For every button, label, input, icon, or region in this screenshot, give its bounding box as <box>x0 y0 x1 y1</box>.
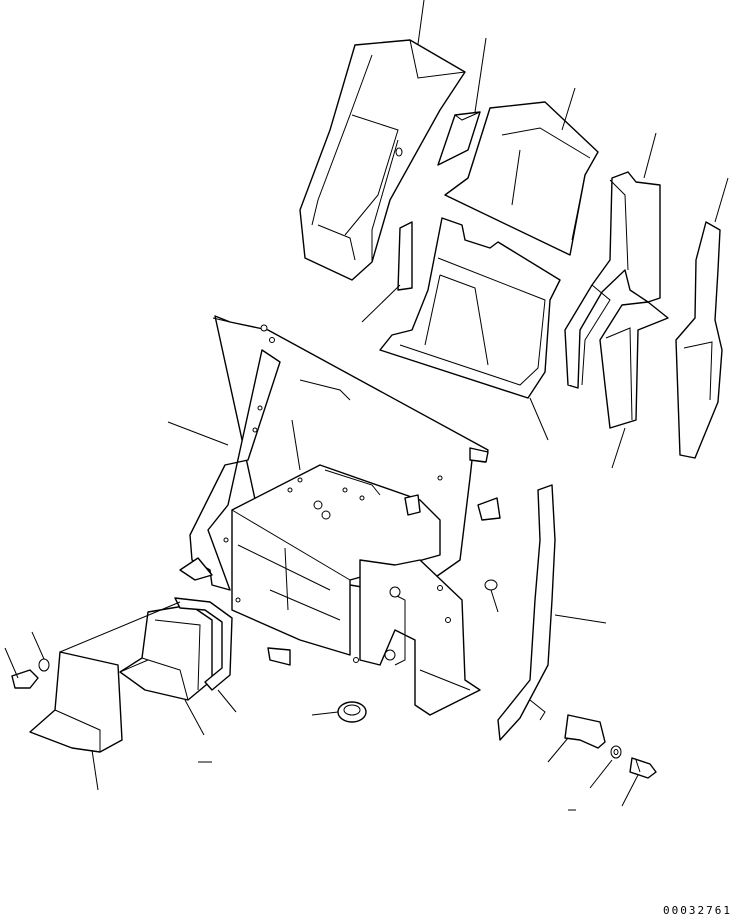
leader-line <box>643 132 657 179</box>
leader-line <box>554 614 607 624</box>
grommet <box>311 701 367 723</box>
right-vertical-cover <box>497 484 607 741</box>
front-cover <box>29 651 123 791</box>
leader-line <box>31 631 45 660</box>
leader-line <box>589 759 613 789</box>
seat-cushion-cover <box>444 87 599 256</box>
leader-line <box>217 689 237 713</box>
leader-line <box>167 421 229 446</box>
lower-right-duct <box>599 301 669 469</box>
left-duct-gasket <box>174 597 237 713</box>
leader-line <box>361 284 401 323</box>
reference-number: 00032761 <box>663 904 732 917</box>
leader-line <box>4 647 19 679</box>
left-duct <box>119 604 213 736</box>
assembly-guide-lines <box>59 317 576 811</box>
right-end-panel <box>675 177 729 459</box>
leader-line <box>547 737 569 763</box>
leader-line <box>529 397 549 441</box>
rear-frame-panel <box>477 497 501 521</box>
bolt <box>621 757 657 807</box>
floor-tray <box>379 217 561 441</box>
leader-line <box>561 87 576 131</box>
leader-line <box>474 37 487 113</box>
left-washer <box>31 631 50 672</box>
leader-line <box>714 177 729 223</box>
washer <box>589 745 622 789</box>
leader-line <box>311 711 339 716</box>
leader-line <box>417 0 425 45</box>
operator-base-frame <box>167 315 489 716</box>
leader-line <box>490 589 499 613</box>
upper-left-cover <box>299 0 466 281</box>
left-filler <box>361 221 413 323</box>
mounting-bracket <box>547 714 606 763</box>
leader-line <box>611 427 626 469</box>
leader-line <box>184 699 205 736</box>
leader-line <box>621 774 639 807</box>
leader-line <box>91 749 99 791</box>
small-pad <box>437 37 487 166</box>
plug <box>484 579 499 613</box>
right-bracket-cover <box>564 132 661 389</box>
left-bolt <box>4 647 39 689</box>
